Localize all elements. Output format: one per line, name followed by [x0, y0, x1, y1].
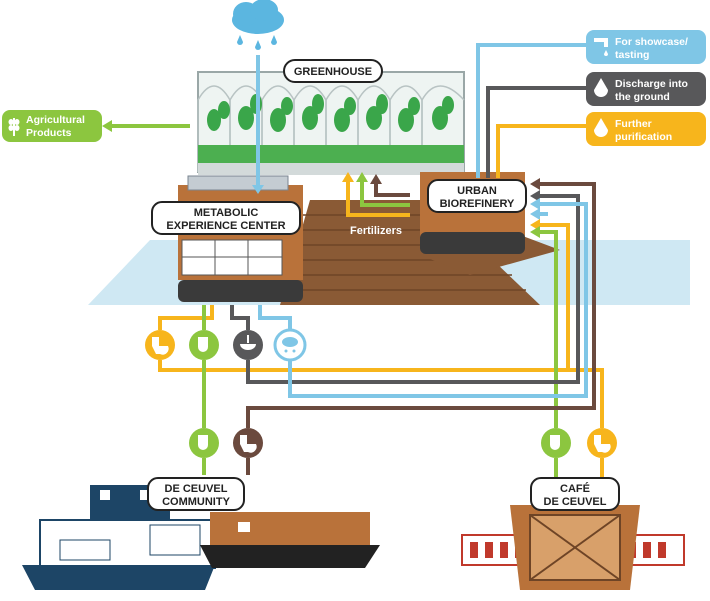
deceuvel-label-line2: COMMUNITY [162, 496, 230, 508]
urinal-icon [189, 428, 219, 458]
greenhouse-label: GREENHOUSE [294, 66, 372, 78]
deceuvel-label-box [147, 477, 245, 511]
drop-icon [594, 78, 608, 97]
greenhouse [197, 71, 465, 175]
agri-label-line1: Agricultural [26, 114, 85, 126]
showcase-box: For showcase/ tasting [586, 30, 706, 64]
drop-icon [594, 118, 608, 137]
greenhouse-label-box [283, 59, 383, 83]
toilet-icon [587, 428, 617, 458]
metabolic-label-box [151, 201, 301, 235]
urinal-icon [189, 330, 219, 360]
showcase-label-line1: For showcase/ [615, 36, 688, 48]
pipe-network [112, 43, 604, 478]
biorefinery-label-line1: URBAN [457, 185, 497, 197]
wheat-icon [8, 118, 20, 136]
tap-icon [594, 38, 608, 56]
discharge-label-line1: Discharge into [615, 78, 688, 90]
agricultural-products-box: Agricultural Products [2, 110, 102, 142]
cafe-label-line2: DE CEUVEL [544, 496, 607, 508]
cafe-label-box [530, 477, 620, 511]
discharge-box: Discharge into the ground [586, 72, 706, 106]
toilet-icon [233, 428, 263, 458]
discharge-label-line2: the ground [615, 91, 670, 103]
purif-label-line2: purification [615, 131, 672, 143]
biorefinery-label-line2: BIOREFINERY [440, 198, 515, 210]
fertilizers-label: Fertilizers [350, 225, 402, 237]
metabolic-label-line2: EXPERIENCE CENTER [166, 220, 285, 232]
houseboats [22, 485, 380, 590]
purification-box: Further purification [586, 112, 706, 146]
showcase-label-line2: tasting [615, 49, 649, 61]
toilet-icon [145, 330, 175, 360]
metabolic-building [178, 175, 303, 302]
metabolic-label-line1: METABOLIC [194, 207, 259, 219]
sink-icon [233, 330, 263, 360]
purif-label-line1: Further [615, 118, 652, 130]
cafe-label-line1: CAFÉ [560, 482, 590, 495]
rain-icon [273, 328, 307, 362]
deceuvel-label-line1: DE CEUVEL [165, 483, 228, 495]
cloud-rain-icon [232, 0, 284, 50]
agri-label-line2: Products [26, 127, 72, 139]
urinal-icon [541, 428, 571, 458]
biorefinery-label-box [427, 179, 527, 213]
cafe-building [461, 505, 685, 590]
